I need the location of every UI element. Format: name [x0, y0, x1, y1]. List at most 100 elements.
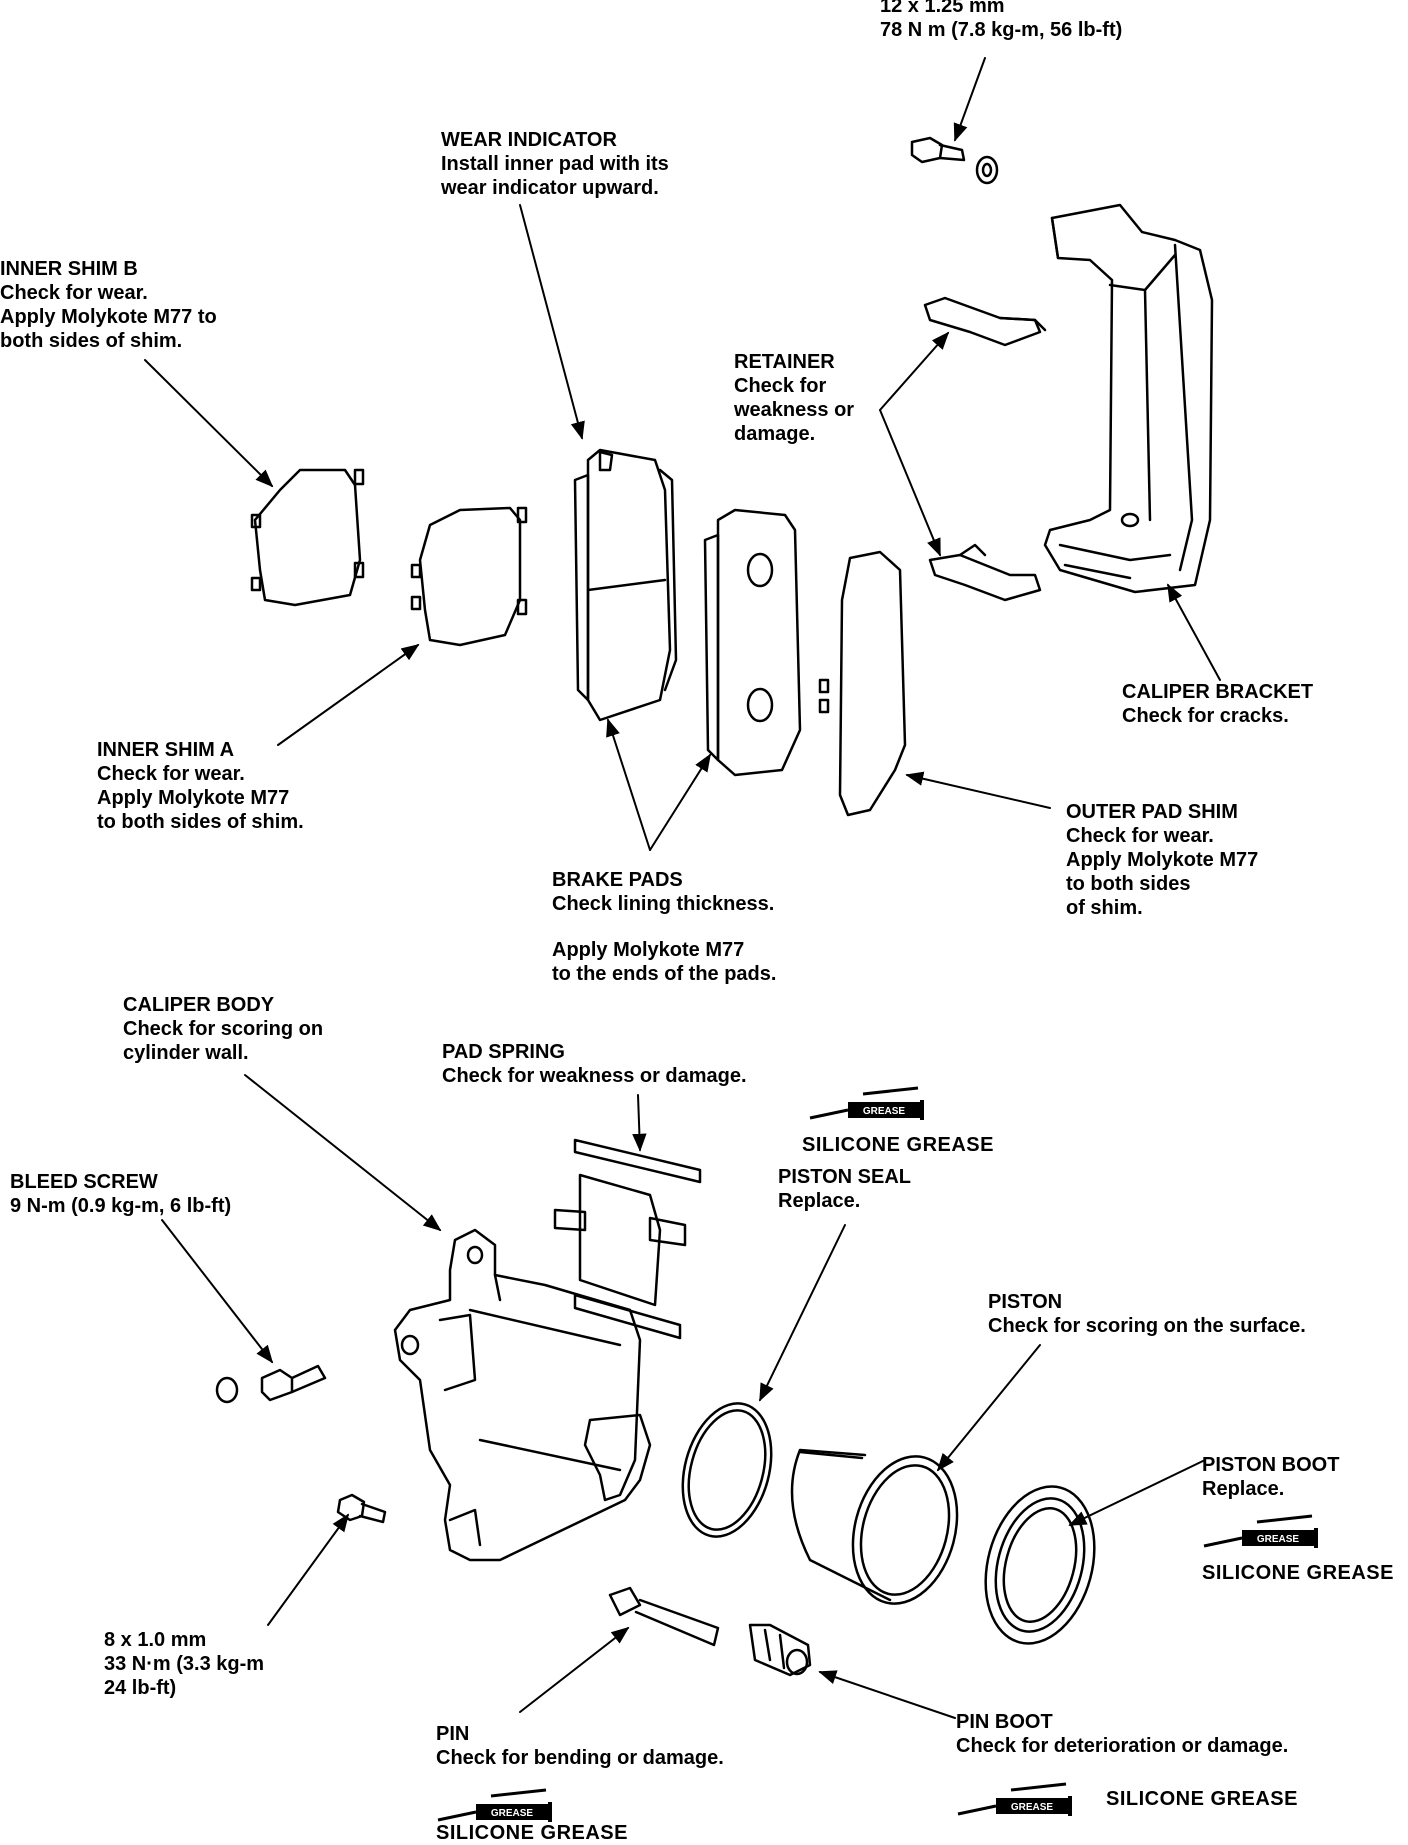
label-line: both sides of shim. [0, 330, 183, 352]
label-line: cylinder wall. [123, 1042, 249, 1064]
label-line: INNER SHIM B [0, 258, 138, 280]
label-line: weakness or [734, 399, 855, 421]
inner-shim-b [253, 468, 362, 607]
label-inner-shim-a: INNER SHIM A Check for wear. Apply Molyk… [97, 738, 304, 834]
outer-pad-shim [818, 550, 907, 817]
label-brake-pads: BRAKE PADS Check lining thickness. Apply… [552, 868, 776, 986]
inner-shim-b-tabs [250, 468, 365, 592]
leader-piston-boot [1068, 1459, 1206, 1526]
label-line: Check for bending or damage. [436, 1747, 724, 1769]
label-line: Check for wear. [1066, 825, 1214, 847]
label-line: Check lining thickness. [552, 893, 775, 915]
label-line: to both sides [1066, 873, 1191, 895]
label-line: to both sides of shim. [97, 811, 304, 833]
label-bolt-8: 8 x 1.0 mm 33 N·m (3.3 kg-m 24 lb-ft) [104, 1628, 264, 1700]
label-line: Apply Molykote M77 [552, 939, 745, 961]
leader-pin-boot [818, 1670, 956, 1719]
retainer-top [923, 296, 1047, 347]
label-line: 24 lb-ft) [104, 1677, 177, 1699]
leader-piston-seal [759, 1224, 846, 1402]
label-bleed-screw: BLEED SCREW 9 N-m (0.9 kg-m, 6 lb-ft) [10, 1170, 231, 1218]
piston [790, 1448, 959, 1605]
label-line: Check for weakness or damage. [442, 1065, 747, 1087]
label-line: INNER SHIM A [97, 739, 235, 761]
label-line: Replace. [1202, 1478, 1285, 1500]
caliper-bracket [1043, 203, 1214, 594]
grease-label-piston-seal: SILICONE GREASE [802, 1134, 994, 1156]
grease-tube-icon: GREASE [1203, 1514, 1318, 1548]
caliper-bolt [336, 1493, 387, 1524]
leader-brake-pads-1 [606, 718, 651, 851]
label-caliper-bracket: CALIPER BRACKET Check for cracks. [1122, 680, 1313, 728]
leader-inner-shim-b [144, 359, 274, 488]
label-wear-indicator: WEAR INDICATOR Install inner pad with it… [441, 128, 669, 200]
grease-icon-text: GREASE [863, 1106, 906, 1117]
label-line: Check for scoring on [123, 1018, 324, 1040]
label-line: 9 N-m (0.9 kg-m, 6 lb-ft) [10, 1195, 232, 1217]
label-line: Replace. [778, 1190, 861, 1212]
label-line: Apply Molykote M77 [1066, 849, 1259, 871]
label-line: CALIPER BODY [123, 994, 275, 1016]
label-line: Check for [734, 375, 827, 397]
leader-top-bolt [953, 57, 986, 142]
label-line: Apply Molykote M77 to [0, 306, 217, 328]
label-line: BLEED SCREW [10, 1171, 158, 1193]
label-pin: PIN Check for bending or damage. [436, 1722, 724, 1770]
retainer-bottom [928, 543, 1042, 602]
label-line: PIN [436, 1723, 470, 1745]
label-outer-pad-shim: OUTER PAD SHIM Check for wear. Apply Mol… [1066, 800, 1258, 920]
label-line: PISTON BOOT [1202, 1454, 1340, 1476]
label-top-bolt: 12 x 1.25 mm 78 N m (7.8 kg-m, 56 lb-ft) [880, 0, 1122, 42]
label-line: PIN BOOT [956, 1711, 1053, 1733]
label-line: Check for cracks. [1122, 705, 1289, 727]
piston-boot [984, 1485, 1096, 1645]
label-line: PISTON [988, 1291, 1063, 1313]
brake-pad-outer [703, 508, 802, 777]
label-line: OUTER PAD SHIM [1066, 801, 1238, 823]
caliper-body [393, 1228, 652, 1562]
label-line: Check for deterioration or damage. [956, 1735, 1289, 1757]
leader-caliper-bracket [1167, 583, 1221, 681]
label-inner-shim-b: INNER SHIM B Check for wear. Apply Molyk… [0, 257, 217, 353]
leader-pin [519, 1626, 630, 1713]
leader-outer-pad-shim [905, 771, 1051, 809]
label-pin-boot: PIN BOOT Check for deterioration or dama… [956, 1710, 1288, 1758]
leader-inner-shim-a [277, 643, 420, 746]
label-line: PISTON SEAL [778, 1166, 911, 1188]
label-line: of shim. [1066, 897, 1143, 919]
label-line: 12 x 1.25 mm [880, 0, 1005, 17]
label-line: 33 N·m (3.3 kg-m [104, 1653, 265, 1675]
bleed-screw [215, 1364, 327, 1404]
leader-bolt-8 [267, 1513, 350, 1626]
label-line: Install inner pad with its [441, 153, 669, 175]
label-spacer [552, 916, 776, 938]
leader-pad-spring [632, 1094, 647, 1152]
label-line: CALIPER BRACKET [1122, 681, 1314, 703]
label-line: RETAINER [734, 351, 835, 373]
leader-bleed-screw [161, 1219, 274, 1364]
grease-icon-text: GREASE [1257, 1534, 1300, 1545]
grease-tube-icon: GREASE [437, 1788, 552, 1822]
label-piston-seal: PISTON SEAL Replace. [778, 1165, 911, 1213]
grease-label-pin-boot: SILICONE GREASE [1106, 1788, 1298, 1810]
pad-spring [553, 1138, 702, 1340]
label-pad-spring: PAD SPRING Check for weakness or damage. [442, 1040, 747, 1088]
label-line: Check for wear. [97, 763, 245, 785]
leader-brake-pads-2 [649, 753, 711, 851]
brake-pad-inner [573, 448, 678, 722]
leader-piston [936, 1344, 1041, 1472]
label-line: 78 N m (7.8 kg-m, 56 lb-ft) [880, 19, 1123, 41]
label-line: PAD SPRING [442, 1041, 565, 1063]
label-line: 8 x 1.0 mm [104, 1629, 207, 1651]
label-line: to the ends of the pads. [552, 963, 777, 985]
leader-wear-indicator [519, 204, 585, 440]
pin-boot [748, 1623, 812, 1677]
label-line: WEAR INDICATOR [441, 129, 617, 151]
label-line: wear indicator upward. [441, 177, 659, 199]
leader-caliper-body [244, 1074, 442, 1232]
grease-icon-text: GREASE [491, 1808, 534, 1819]
label-piston-boot: PISTON BOOT Replace. [1202, 1453, 1339, 1501]
label-piston: PISTON Check for scoring on the surface. [988, 1290, 1306, 1338]
leader-lines [144, 57, 1221, 1719]
